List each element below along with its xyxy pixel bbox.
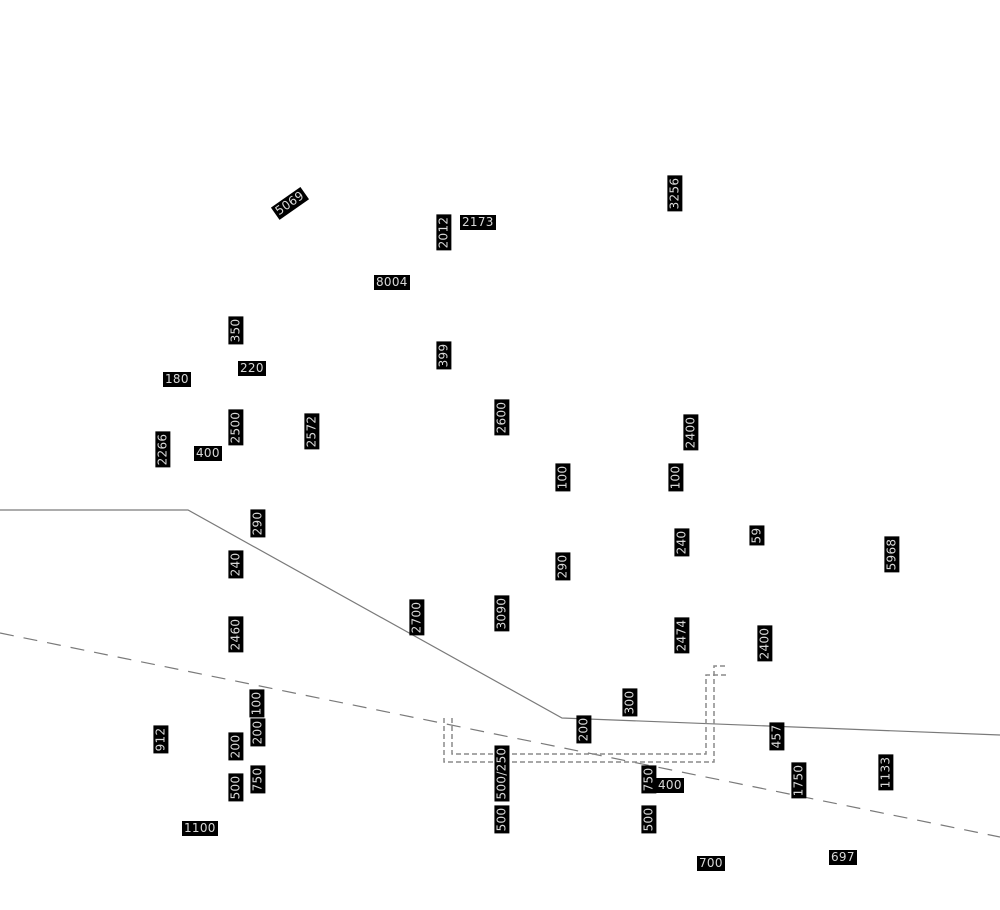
dimension-label: 2460 (228, 616, 244, 652)
dimension-label: 2173 (460, 214, 496, 230)
dimension-label: 3256 (667, 175, 683, 211)
dimension-label: 500 (228, 773, 244, 801)
dashed-structure-outline-inner (451, 674, 727, 755)
dimension-label: 290 (250, 509, 266, 537)
dashed-structure-outline-outer (443, 665, 727, 763)
dimension-label: 240 (674, 528, 690, 556)
dimension-label: 350 (228, 316, 244, 344)
dimension-label: 399 (436, 341, 452, 369)
dimension-label: 700 (697, 855, 725, 871)
dimension-label: 2400 (757, 625, 773, 661)
dimension-label: 500 (641, 805, 657, 833)
dimension-label: 5968 (884, 536, 900, 572)
dimension-label: 8004 (374, 274, 410, 290)
dimension-label: 1750 (791, 762, 807, 798)
dimension-label: 750 (641, 765, 657, 793)
dimension-label: 240 (228, 550, 244, 578)
dimension-label: 100 (555, 463, 571, 491)
dimension-label: 200 (576, 715, 592, 743)
dimension-label: 2474 (674, 617, 690, 653)
dimension-label: 100 (668, 463, 684, 491)
dimension-label: 400 (194, 445, 222, 461)
dimension-label: 290 (555, 552, 571, 580)
dimension-label: 1133 (878, 754, 894, 790)
dimension-label: 2266 (155, 431, 171, 467)
dimension-label: 400 (656, 777, 684, 793)
dimension-label: 2700 (409, 599, 425, 635)
dimension-label: 200 (250, 718, 266, 746)
dimension-label: 750 (250, 765, 266, 793)
dashed-reference-line (0, 632, 1000, 838)
dimension-label: 2400 (683, 414, 699, 450)
dimension-label: 912 (153, 725, 169, 753)
dimension-label: 2600 (494, 399, 510, 435)
dimension-label: 2012 (436, 214, 452, 250)
dimension-label: 180 (163, 371, 191, 387)
dimension-label: 697 (829, 849, 857, 865)
dimension-label: 300 (622, 688, 638, 716)
dimension-label: 200 (228, 732, 244, 760)
dimension-label: 100 (249, 689, 265, 717)
dimension-label: 2572 (304, 413, 320, 449)
dimension-label: 500/250 (494, 745, 510, 801)
dimension-label: 59 (749, 525, 765, 545)
dimension-label: 457 (769, 722, 785, 750)
dimension-label: 220 (238, 360, 266, 376)
dimension-label: 2500 (228, 409, 244, 445)
dimension-label: 3090 (494, 595, 510, 631)
dimension-label: 1100 (182, 820, 218, 836)
dimension-label: 500 (494, 805, 510, 833)
